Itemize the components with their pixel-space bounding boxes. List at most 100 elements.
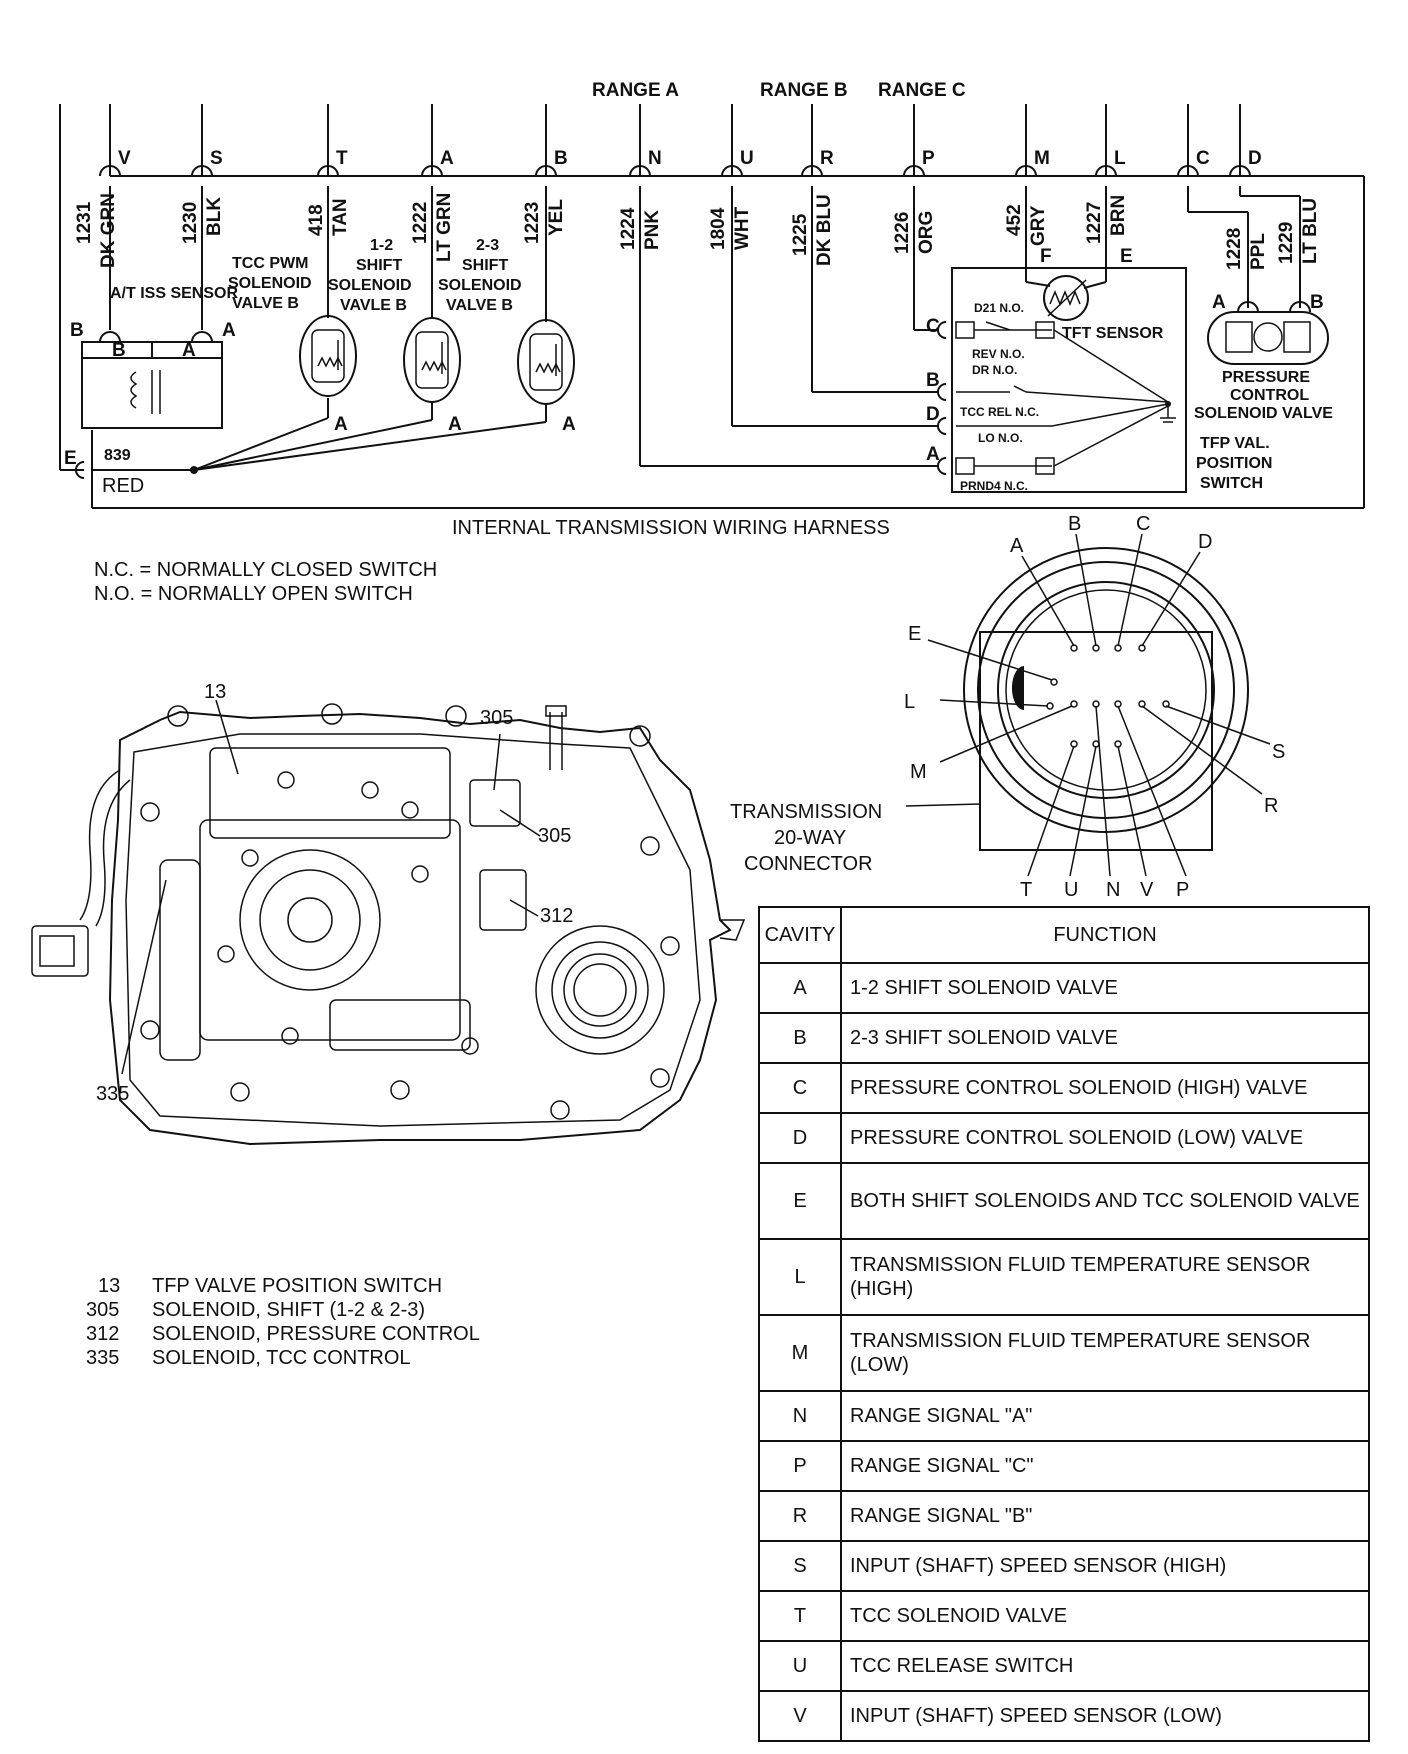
tfp-switch-box: F E TFT SENSOR C B D A xyxy=(926,246,1272,493)
pin-d: D xyxy=(1248,148,1262,169)
switch-label: TCC REL N.C. xyxy=(960,405,1039,419)
function-cell: PRESSURE CONTROL SOLENOID (LOW) VALVE xyxy=(840,1112,1370,1164)
cavity-cell: E xyxy=(758,1162,842,1240)
conn-letter-t: T xyxy=(1020,879,1032,901)
range-c-label: RANGE C xyxy=(878,80,966,101)
tfp-pin-b: B xyxy=(926,370,940,391)
connector-label: TRANSMISSION xyxy=(730,801,882,823)
pcs-label: CONTROL xyxy=(1230,387,1309,404)
parts-legend: 13 TFP VALVE POSITION SWITCH 305 SOLENOI… xyxy=(86,1275,480,1369)
shift23-label: VALVE B xyxy=(446,297,513,314)
shift12-label: VAVLE B xyxy=(340,297,407,314)
cavity-cell: U xyxy=(758,1640,842,1692)
legend-num: 305 xyxy=(86,1299,119,1321)
conn-letter-n: N xyxy=(1106,879,1120,901)
conn-letter-d: D xyxy=(1198,531,1212,553)
legend-num: 13 xyxy=(98,1275,120,1297)
pin-r: R xyxy=(820,148,834,169)
wire-num: 1225 xyxy=(790,213,811,256)
legend-text: SOLENOID, SHIFT (1-2 & 2-3) xyxy=(152,1299,425,1321)
function-cell: INPUT (SHAFT) SPEED SENSOR (HIGH) xyxy=(840,1540,1370,1592)
cavity-cell: T xyxy=(758,1590,842,1642)
wire-num: 1227 xyxy=(1084,202,1105,244)
shift23-label: 2-3 xyxy=(476,237,499,254)
wire-color: LT GRN xyxy=(434,193,455,262)
wire-color: BLK xyxy=(204,197,225,236)
wire-color: BRN xyxy=(1108,195,1129,236)
callout-305-top: 305 xyxy=(480,707,513,729)
iss-pin-a-label: A xyxy=(222,320,236,341)
wire-color: WHT xyxy=(732,206,753,250)
cavity-cell: B xyxy=(758,1012,842,1064)
tcc-pwm-solenoid: TCC PWM SOLENOID VALVE B A xyxy=(228,255,357,435)
wire-num: 1228 xyxy=(1224,228,1245,270)
tfp-label: POSITION xyxy=(1196,455,1272,472)
shift-12-solenoid: 1-2 SHIFT SOLENOID VAVLE B A xyxy=(328,237,462,435)
callout-305-mid: 305 xyxy=(538,825,571,847)
shift12-label: 1-2 xyxy=(370,237,393,254)
tft-sensor-symbol xyxy=(1043,275,1089,321)
cavity-cell: R xyxy=(758,1490,842,1542)
iss-sensor: A/T ISS SENSOR B A B A xyxy=(70,285,238,429)
pin-u: U xyxy=(740,148,754,169)
tfp-pin-e: E xyxy=(1120,246,1133,267)
pin-l: L xyxy=(1114,148,1126,169)
wire-num: 1224 xyxy=(618,207,639,250)
wire-color: LT BLU xyxy=(1300,198,1321,264)
header-function: FUNCTION xyxy=(840,906,1370,964)
shift12-label: SHIFT xyxy=(356,257,402,274)
cavity-cell: L xyxy=(758,1238,842,1316)
pin-v: V xyxy=(118,148,131,169)
wire-num: 1223 xyxy=(522,202,543,244)
wire-labels: 1231 DK GRN 1230 BLK 418 TAN 1222 LT GRN… xyxy=(74,193,1321,270)
valve-body-illustration xyxy=(31,699,746,1146)
switch-label: PRND4 N.C. xyxy=(960,479,1028,493)
iss-sensor-label: A/T ISS SENSOR xyxy=(110,285,238,302)
function-cell: PRESSURE CONTROL SOLENOID (HIGH) VALVE xyxy=(840,1062,1370,1114)
shift12-pin-a: A xyxy=(448,414,462,435)
wire-color: YEL xyxy=(546,199,567,236)
wire-num: 418 xyxy=(306,204,327,236)
wire-num: 1226 xyxy=(892,212,913,254)
pcs-pin-a: A xyxy=(1212,292,1226,313)
range-b-label: RANGE B xyxy=(760,80,848,101)
legend-no: N.O. = NORMALLY OPEN SWITCH xyxy=(94,583,413,605)
conn-letter-b: B xyxy=(1068,513,1081,535)
conn-letter-e: E xyxy=(908,623,921,645)
iss-inner-b: B xyxy=(112,340,126,361)
pin-b: B xyxy=(554,148,568,169)
callout-335: 335 xyxy=(96,1083,129,1105)
wire-color: TAN xyxy=(330,198,351,236)
connector-label: 20-WAY xyxy=(774,827,846,849)
shift23-label: SOLENOID xyxy=(438,277,522,294)
pressure-control-solenoid: A B PRESSURE CONTROL SOLENOID VALVE xyxy=(1194,292,1333,422)
tft-sensor-label: TFT SENSOR xyxy=(1062,325,1164,342)
wire-color: PNK xyxy=(642,210,663,250)
function-cell: TRANSMISSION FLUID TEMPERATURE SENSOR (H… xyxy=(840,1238,1370,1316)
conn-letter-l: L xyxy=(904,691,915,713)
legend-num: 312 xyxy=(86,1323,119,1345)
tcc-pwm-label: TCC PWM xyxy=(232,255,308,272)
tfp-pin-a: A xyxy=(926,444,940,465)
connector-top: V S T A B N U R P M L C D xyxy=(59,104,1365,509)
wire-num: 1222 xyxy=(410,202,431,244)
wire-num: 452 xyxy=(1004,204,1025,236)
cavity-cell: S xyxy=(758,1540,842,1592)
ground-splice xyxy=(60,398,547,508)
function-cell: RANGE SIGNAL "C" xyxy=(840,1440,1370,1492)
cavity-cell: A xyxy=(758,962,842,1014)
table-header-row: CAVITY FUNCTION xyxy=(758,906,1370,964)
function-cell: INPUT (SHAFT) SPEED SENSOR (LOW) xyxy=(840,1690,1370,1742)
function-cell: TCC SOLENOID VALVE xyxy=(840,1590,1370,1642)
connector-key xyxy=(1011,665,1024,711)
